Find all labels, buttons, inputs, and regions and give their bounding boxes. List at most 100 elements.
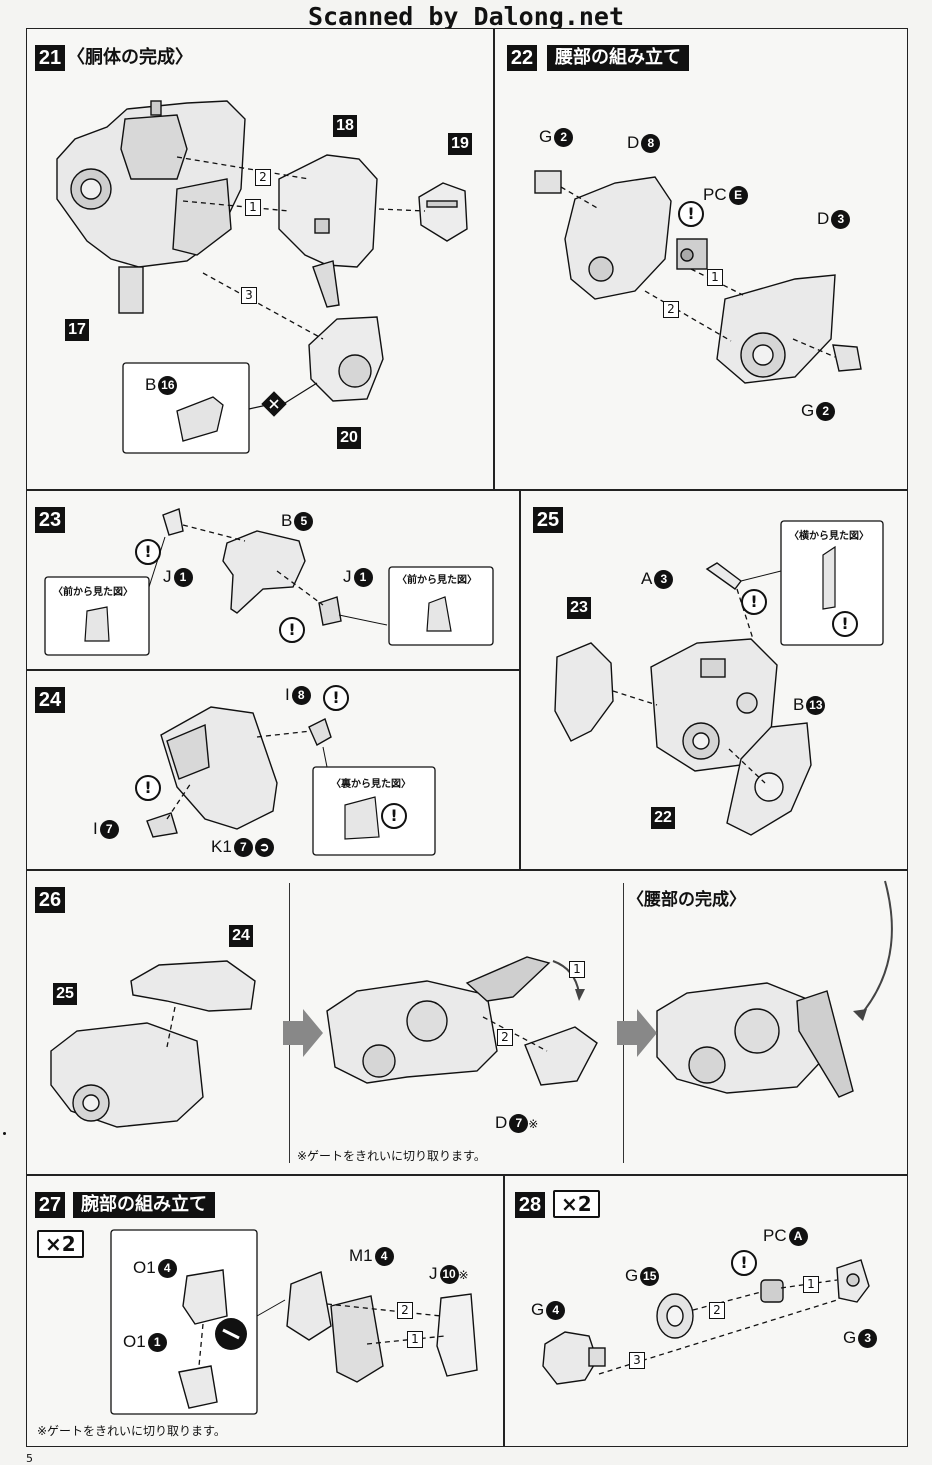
part-number-circle: E bbox=[728, 186, 748, 206]
order-marker-1: 1 bbox=[707, 269, 723, 286]
waist-completion-illustration bbox=[50, 880, 893, 1128]
step-title: 腕部の組み立て bbox=[73, 1192, 215, 1218]
part-label-23: 23 bbox=[567, 597, 591, 619]
part-24-illustration bbox=[146, 706, 436, 856]
part-23-illustration bbox=[44, 508, 494, 656]
scan-watermark: Scanned by Dalong.net bbox=[0, 2, 932, 33]
runner-letter: G bbox=[801, 401, 815, 420]
order-marker-1: 1 bbox=[569, 961, 585, 978]
waist-subassembly-illustration bbox=[554, 520, 884, 836]
step-number: 28 bbox=[515, 1192, 545, 1218]
runner-letter: J bbox=[343, 567, 352, 586]
torso-assembly-illustration bbox=[56, 100, 468, 454]
part-label-18: 18 bbox=[333, 115, 357, 137]
runner-letter: K1 bbox=[211, 837, 232, 856]
page-number: 5 bbox=[26, 1452, 33, 1465]
step-number: 26 bbox=[35, 887, 65, 913]
part-number-circle: 3 bbox=[858, 1329, 878, 1349]
part-number-circle: 2 bbox=[816, 402, 836, 422]
step-title: 〈胴体の完成〉 bbox=[67, 47, 193, 68]
part-number-circle: 2 bbox=[554, 128, 574, 148]
joint-assembly-illustration bbox=[542, 1259, 870, 1385]
view-label: 〈裏から見た図〉 bbox=[331, 779, 411, 790]
runner-letter: D bbox=[627, 133, 640, 152]
part-number-circle: 10 bbox=[439, 1265, 459, 1285]
caution-icon: ! bbox=[135, 775, 161, 801]
part-number-circle: 15 bbox=[640, 1267, 660, 1287]
part-number-circle: 1 bbox=[353, 568, 373, 588]
part-label-20: 20 bbox=[337, 427, 361, 449]
arrow-right-icon bbox=[283, 1009, 657, 1057]
order-marker-2: 2 bbox=[497, 1029, 513, 1046]
runner-letter: G bbox=[539, 127, 553, 146]
part-number-circle: 1 bbox=[173, 568, 193, 588]
runner-letter: O1 bbox=[123, 1332, 146, 1351]
step-number: 25 bbox=[533, 507, 563, 533]
gate-note-mark: ※ bbox=[458, 1268, 469, 1282]
gate-note: ※ゲートをきれいに切り取ります。 bbox=[297, 1149, 486, 1163]
runner-letter: D bbox=[495, 1113, 508, 1132]
runner-letter: J bbox=[429, 1264, 438, 1283]
runner-letter: B bbox=[145, 375, 157, 394]
step-number: 27 bbox=[35, 1192, 65, 1218]
order-marker-1: 1 bbox=[245, 199, 261, 216]
quantity-multiplier: ×2 bbox=[37, 1230, 84, 1258]
sticker-icon: ➲ bbox=[254, 838, 274, 858]
caution-icon: ! bbox=[832, 611, 858, 637]
runner-letter: A bbox=[641, 569, 653, 588]
part-number-circle: 1 bbox=[147, 1333, 167, 1353]
order-marker-2: 2 bbox=[255, 169, 271, 186]
runner-letter: G bbox=[531, 1300, 545, 1319]
step-21-panel: 21 〈胴体の完成〉 bbox=[26, 28, 494, 490]
caution-icon: ! bbox=[279, 617, 305, 643]
step-number: 24 bbox=[35, 687, 65, 713]
runner-letter: J bbox=[163, 567, 172, 586]
step-number: 21 bbox=[35, 45, 65, 71]
part-number-circle: 7 bbox=[99, 820, 119, 840]
part-label-19: 19 bbox=[448, 133, 472, 155]
part-number-circle: 7 bbox=[233, 838, 253, 858]
part-number-circle: 16 bbox=[158, 376, 178, 396]
scan-speck bbox=[3, 1132, 6, 1135]
runner-letter: I bbox=[285, 685, 290, 704]
view-label: 〈前から見た図〉 bbox=[397, 575, 477, 586]
order-marker-3: 3 bbox=[629, 1352, 645, 1369]
step-26-panel: 26 〈腰部の完成〉 bbox=[26, 870, 908, 1175]
runner-letter: B bbox=[793, 695, 805, 714]
part-number-circle: 13 bbox=[806, 696, 826, 716]
caution-icon: ! bbox=[678, 201, 704, 227]
runner-letter: G bbox=[625, 1266, 639, 1285]
runner-letter: M1 bbox=[349, 1246, 373, 1265]
order-marker-2: 2 bbox=[709, 1302, 725, 1319]
part-number-circle: 3 bbox=[654, 570, 674, 590]
step-number: 23 bbox=[35, 507, 65, 533]
order-marker-1: 1 bbox=[803, 1276, 819, 1293]
waist-assembly-illustration bbox=[534, 170, 862, 384]
part-number-circle: A bbox=[788, 1227, 808, 1247]
runner-letter: G bbox=[843, 1328, 857, 1347]
runner-letter: PC bbox=[703, 185, 727, 204]
caution-icon: ! bbox=[731, 1250, 757, 1276]
